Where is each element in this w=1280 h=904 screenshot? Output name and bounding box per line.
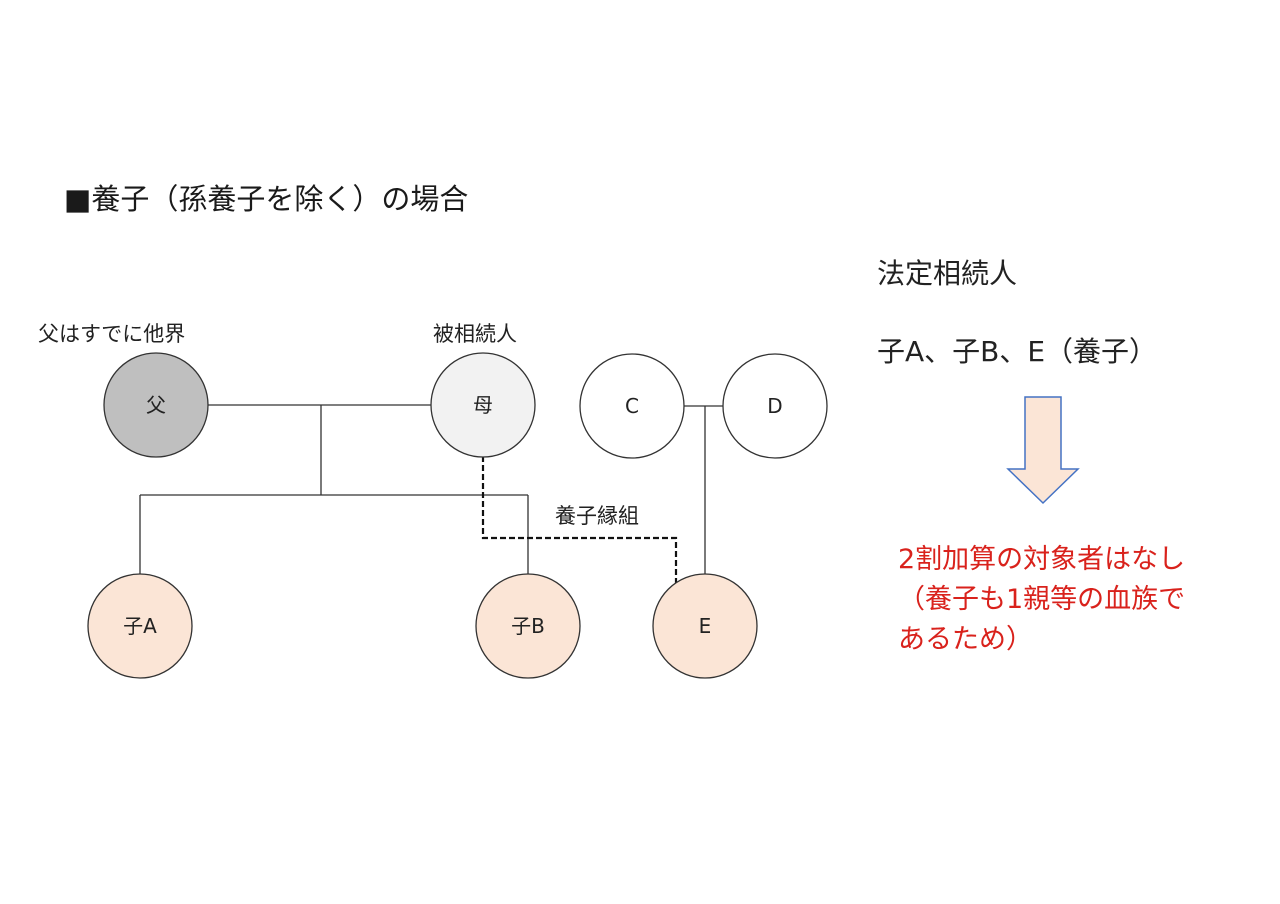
child-b-circle: [475, 573, 581, 679]
child-a-circle: [87, 573, 193, 679]
father-circle: [103, 352, 209, 458]
node-e: E: [652, 573, 758, 679]
father-deceased-label: 父はすでに他界: [38, 322, 186, 346]
child-a-text: 子A: [123, 614, 157, 638]
down-arrow-icon: [1006, 396, 1080, 505]
adoption-label: 養子縁組: [555, 504, 639, 528]
mother-text: 母: [473, 393, 493, 417]
decedent-label: 被相続人: [433, 322, 517, 346]
surcharge-note-line-2: （養子も1親等の血族で: [898, 584, 1186, 615]
c-circle: [579, 353, 685, 459]
e-circle: [652, 573, 758, 679]
node-child-a: 子A: [87, 573, 193, 679]
surcharge-note-line-1: 2割加算の対象者はなし: [898, 544, 1186, 575]
c-text: C: [625, 394, 639, 418]
node-c: C: [579, 353, 685, 459]
node-father: 父: [103, 352, 209, 458]
d-text: D: [767, 394, 782, 418]
adoption-dashed-line: [481, 456, 678, 584]
legal-heirs-heading: 法定相続人: [877, 257, 1018, 290]
surcharge-note-line-3: あるため）: [898, 624, 1033, 655]
father-text: 父: [146, 393, 166, 417]
page-title: ■養子（孫養子を除く）の場合: [64, 182, 469, 216]
e-text: E: [699, 614, 712, 638]
node-mother: 母: [430, 352, 536, 458]
d-circle: [722, 353, 828, 459]
legal-heirs-list: 子A、子B、E（養子）: [877, 335, 1158, 368]
mother-circle: [430, 352, 536, 458]
surcharge-note: 2割加算の対象者はなし （養子も1親等の血族で あるため）: [898, 540, 1258, 660]
node-child-b: 子B: [475, 573, 581, 679]
child-b-text: 子B: [511, 614, 545, 638]
node-d: D: [722, 353, 828, 459]
